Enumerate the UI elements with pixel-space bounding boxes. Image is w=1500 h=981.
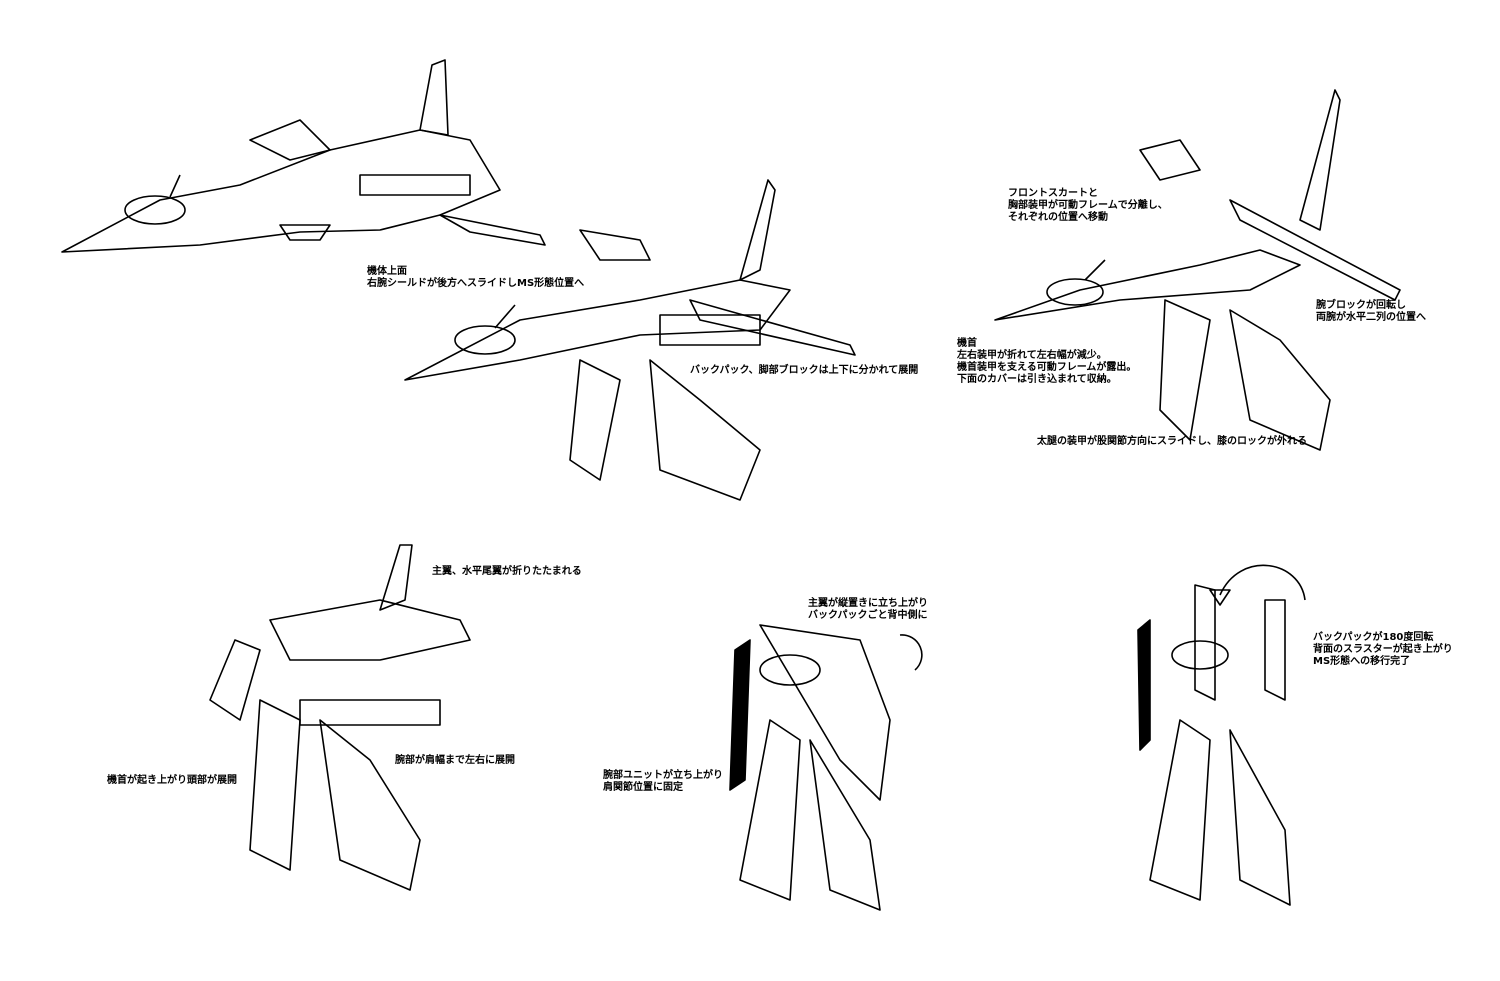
caption-stage4-wing: 主翼、水平尾翼が折りたたまれる xyxy=(432,566,582,578)
caption-line: 機首装甲を支える可動フレームが露出。 xyxy=(957,362,1137,373)
caption-stage5-arm: 腕部ユニットが立ち上がり 肩関節位置に固定 xyxy=(603,770,723,794)
caption-line: バックパックごと背中側に xyxy=(808,610,928,621)
caption-stage3-arm: 腕ブロックが回転し 両腕が水平二列の位置へ xyxy=(1316,300,1426,324)
caption-line: 左右装甲が折れて左右幅が減少。 xyxy=(957,350,1107,361)
caption-line: 両腕が水平二列の位置へ xyxy=(1316,312,1426,323)
caption-line: バックパック、脚部ブロックは上下に分かれて展開 xyxy=(690,365,919,376)
caption-line: 下面のカバーは引き込まれて収納。 xyxy=(957,374,1117,385)
caption-line: それぞれの位置へ移動 xyxy=(1008,212,1108,223)
caption-line: 主翼が縦置きに立ち上がり xyxy=(808,598,928,609)
caption-stage4-nose: 機首が起き上がり頭部が展開 xyxy=(107,775,237,787)
caption-stage3-front: フロントスカートと 胸部装甲が可動フレームで分離し、 それぞれの位置へ移動 xyxy=(1008,188,1168,224)
caption-line: 腕ブロックが回転し xyxy=(1316,300,1406,311)
figure-stage-6 xyxy=(1137,564,1306,906)
caption-line: MS形態への移行完了 xyxy=(1313,656,1411,667)
caption-line: 胸部装甲が可動フレームで分離し、 xyxy=(1008,200,1168,211)
caption-line: 背面のスラスターが起き上がり xyxy=(1313,644,1453,655)
figure-stage-2 xyxy=(404,179,856,501)
caption-line: バックパックが180度回転 xyxy=(1313,632,1434,643)
caption-stage5-wing: 主翼が縦置きに立ち上がり バックパックごと背中側に xyxy=(808,598,928,622)
figure-fighter-mode xyxy=(61,59,546,253)
caption-line: 機首が起き上がり頭部が展開 xyxy=(107,775,237,786)
caption-stage6: バックパックが180度回転 背面のスラスターが起き上がり MS形態への移行完了 xyxy=(1313,632,1453,668)
caption-line: 機首 xyxy=(957,338,977,349)
caption-line: 機体上面 xyxy=(367,266,407,277)
caption-stage1: 機体上面 右腕シールドが後方へスライドしMS形態位置へ xyxy=(367,266,584,290)
figure-stage-5 xyxy=(729,624,923,911)
caption-stage3-thigh: 太腿の装甲が股関節方向にスライドし、膝のロックが外れる xyxy=(1037,436,1307,448)
caption-stage4-arm: 腕部が肩幅まで左右に展開 xyxy=(395,755,515,767)
caption-line: 腕部ユニットが立ち上がり xyxy=(603,770,723,781)
caption-line: フロントスカートと xyxy=(1008,188,1098,199)
caption-line: 太腿の装甲が股関節方向にスライドし、膝のロックが外れる xyxy=(1037,436,1307,447)
figure-stage-4 xyxy=(209,544,471,891)
caption-stage3-nose: 機首 左右装甲が折れて左右幅が減少。 機首装甲を支える可動フレームが露出。 下面… xyxy=(957,338,1136,386)
figure-stage-3 xyxy=(994,89,1401,451)
caption-line: 主翼、水平尾翼が折りたたまれる xyxy=(432,566,582,577)
caption-line: 右腕シールドが後方へスライドしMS形態位置へ xyxy=(367,278,585,289)
caption-line: 肩関節位置に固定 xyxy=(603,782,683,793)
caption-stage2: バックパック、脚部ブロックは上下に分かれて展開 xyxy=(690,365,918,377)
caption-line: 腕部が肩幅まで左右に展開 xyxy=(395,755,515,766)
